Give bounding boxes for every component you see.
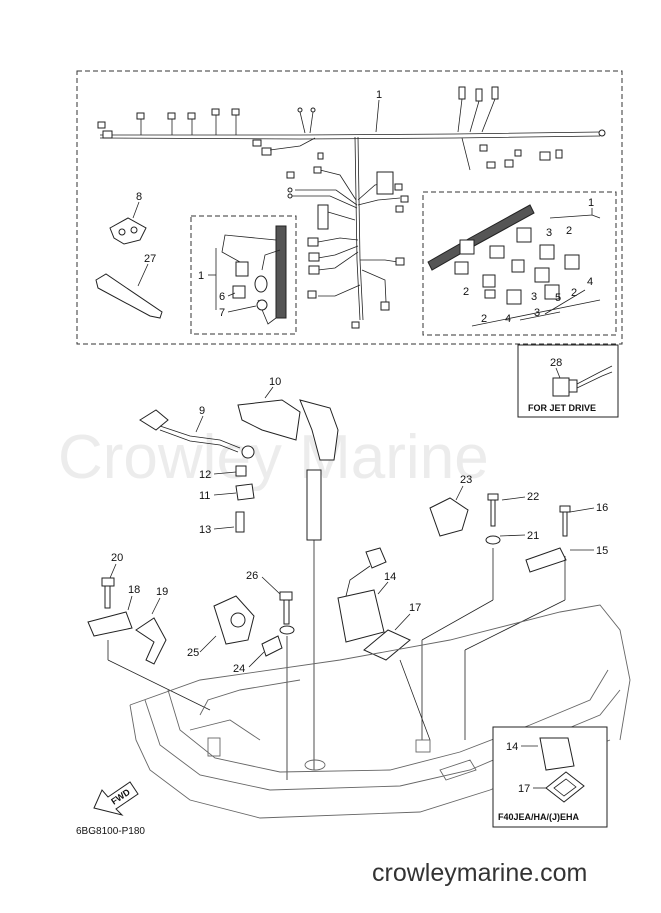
sensor-subgroup: 1 6 7 [190, 215, 297, 335]
part-2-label-d: 2 [481, 313, 487, 325]
part-10-label: 10 [269, 376, 281, 388]
part-9-label: 9 [199, 405, 205, 417]
part-28-label: 28 [550, 357, 562, 369]
part-11-label: 11 [199, 490, 210, 502]
harness-group: 1 [76, 70, 623, 345]
part-2-label-b: 2 [463, 286, 469, 298]
part-1-conn-label: 1 [588, 197, 594, 209]
part-17-label: 17 [409, 602, 421, 614]
lower-middle-parts: 26 25 24 [187, 570, 295, 780]
part-3-label-a: 3 [546, 227, 552, 239]
part-8-label: 8 [136, 191, 142, 203]
connector-subgroup: 1 3 2 2 3 5 2 4 2 4 3 [422, 191, 617, 336]
watermark: Crowley Marine [58, 423, 489, 492]
connector-subgroup-frame [422, 191, 617, 336]
regulator-assembly: 14 17 [337, 547, 431, 741]
part-27-label: 27 [144, 253, 156, 265]
jet-drive-caption: FOR JET DRIVE [528, 403, 596, 413]
variant-box: 14 17 F40JEA/HA/(J)EHA [492, 726, 608, 828]
part-18-label: 18 [128, 584, 140, 596]
jet-drive-box: 28 FOR JET DRIVE [517, 344, 619, 418]
part-1-label: 1 [376, 89, 382, 101]
diagram-ref-code: 6BG8100-P180 [76, 826, 145, 837]
clip-and-tie: 8 27 [95, 191, 163, 319]
upper-right-parts: 23 22 21 16 15 [421, 474, 608, 740]
part-12-label: 12 [199, 469, 211, 481]
harness-trunk [100, 131, 601, 136]
part-20-label: 20 [111, 552, 123, 564]
site-footer: crowleymarine.com [372, 859, 587, 887]
part-4-label-a: 4 [587, 276, 593, 288]
part-2-label-a: 2 [566, 225, 572, 237]
part-22-label: 22 [527, 491, 539, 503]
part-13-label: 13 [199, 524, 211, 536]
part-17-variant-label: 17 [518, 783, 530, 795]
fwd-arrow-icon: FWD [93, 781, 139, 816]
part-15-label: 15 [596, 545, 608, 557]
part-23-label: 23 [460, 474, 472, 486]
part-21-label: 21 [527, 530, 539, 542]
part-14-label: 14 [384, 571, 396, 583]
part-1-sub-label: 1 [198, 270, 204, 282]
part-5-label: 5 [555, 292, 561, 304]
part-19-label: 19 [156, 586, 168, 598]
part-6-label: 6 [219, 291, 225, 303]
part-3-label-b: 3 [531, 291, 537, 303]
part-16-label: 16 [596, 502, 608, 514]
bracket-assembly: 9 10 12 11 13 [139, 376, 339, 770]
sensor-subgroup-frame [190, 215, 297, 335]
harness-group-frame [76, 70, 623, 345]
lower-left-parts: 20 18 19 [87, 552, 211, 711]
part-26-label: 26 [246, 570, 258, 582]
part-7-label: 7 [219, 307, 225, 319]
part-2-label-c: 2 [571, 287, 577, 299]
part-24-label: 24 [233, 663, 245, 675]
part-25-label: 25 [187, 647, 199, 659]
part-14-variant-label: 14 [506, 741, 518, 753]
variant-caption: F40JEA/HA/(J)EHA [498, 812, 580, 822]
